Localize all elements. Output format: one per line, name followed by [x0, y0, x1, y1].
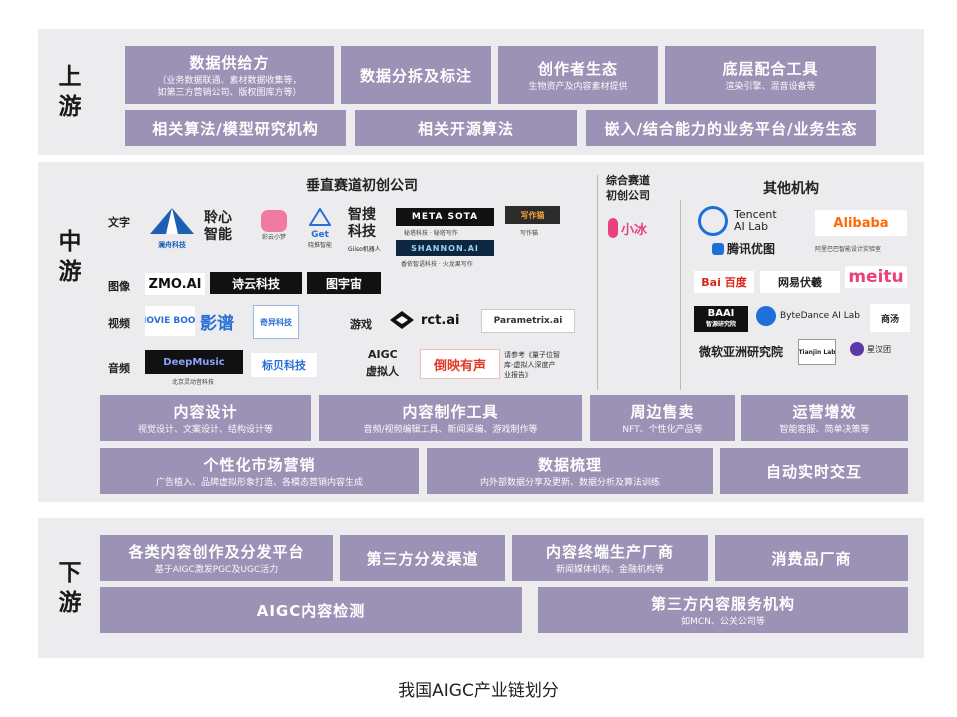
- figure-caption: 我国AIGC产业链划分: [398, 681, 559, 701]
- shiyun-logo: 诗云科技: [210, 272, 302, 294]
- consumer-goods-box: 消费品厂商: [715, 535, 908, 581]
- deepmusic-caption: 北京灵动音科技: [172, 379, 215, 386]
- xiaobing-logo: 小冰: [608, 214, 660, 242]
- xiezuomao-logo: 写作猫: [505, 206, 560, 224]
- algorithm-institutions-box: 相关算法/模型研究机构: [125, 110, 346, 146]
- yingpu-logo: 影谱: [200, 313, 234, 334]
- personalized-marketing-box: 个性化市场营销 广告植入、品牌虚拟形象打造、各模态营销内容生成: [100, 448, 419, 494]
- deepmusic-logo: DeepMusic: [145, 350, 243, 374]
- bytedance-ailab-logo: ByteDance AI Lab: [756, 306, 860, 326]
- shannon-caption: 香依智语科技 · 火龙果写作: [401, 261, 473, 268]
- parametrix-logo: Parametrix.ai: [481, 309, 575, 333]
- data-labeling-box: 数据分拆及标注: [341, 46, 491, 104]
- comprehensive-startups-heading-1: 综合赛道: [606, 174, 650, 187]
- shanghai-lab-icon: [850, 342, 864, 356]
- divider-line-2: [680, 200, 681, 390]
- tuyuzhou-logo: 图宇宙: [307, 272, 381, 294]
- vertical-startups-heading: 垂直赛道初创公司: [306, 178, 418, 194]
- category-virtual-human: 虚拟人: [366, 365, 399, 378]
- meitu-logo: meitu: [845, 266, 907, 288]
- open-source-algorithms-box: 相关开源算法: [355, 110, 577, 146]
- daoying-note: 请参考《量子位智 库-虚拟人深度产 业报告》: [504, 351, 560, 379]
- content-services-box: 第三方内容服务机构 如MCN、公关公司等: [538, 587, 908, 633]
- rctai-logo: rct.ai: [388, 307, 470, 333]
- bytedance-icon: [756, 306, 776, 326]
- category-video: 视频: [108, 317, 130, 330]
- qiyu-logo: 奇异科技: [253, 305, 299, 339]
- baidu-logo: Bai 百度: [694, 271, 754, 293]
- biaobei-logo: 标贝科技: [251, 353, 317, 377]
- rctai-diamond-icon: [390, 311, 414, 329]
- daoying-logo: 倒映有声: [420, 349, 500, 379]
- upstream-label: 上 游: [58, 64, 82, 120]
- caiyun-robot-icon: [261, 210, 287, 232]
- content-terminal-box: 内容终端生产厂商 新闻媒体机构、金融机构等: [512, 535, 708, 581]
- creator-ecosystem-box: 创作者生态 生物资产及内容素材提供: [498, 46, 658, 104]
- category-game: 游戏: [350, 318, 372, 331]
- xiezuomao-caption: 写作猫: [520, 230, 539, 237]
- base-tools-box: 底层配合工具 渲染引擎、混音设备等: [665, 46, 876, 104]
- content-platforms-box: 各类内容创作及分发平台 基于AIGC激发PGC及UGC活力: [100, 535, 333, 581]
- zhisou-logo: 智搜 科技 Giiso机器人: [348, 207, 381, 253]
- category-audio: 音频: [108, 362, 130, 375]
- moviebook-logo: MOVIE BOOK: [145, 306, 195, 336]
- data-supplier-box: 数据供给方 （业务数据联通、素材数据收集等， 如第三方营销公司、版权图库方等）: [125, 46, 334, 104]
- operations-box: 运营增效 智能客服、简单决策等: [741, 395, 908, 441]
- tianjin-lab-logo: Tianjin Lab: [798, 339, 836, 365]
- baai-logo: BAAI 智源研究院: [694, 306, 748, 332]
- langboat-mountain-icon: [150, 208, 194, 234]
- alibaba-caption: 阿里巴巴智能设计实验室: [815, 246, 882, 253]
- merch-sales-box: 周边售卖 NFT、个性化产品等: [590, 395, 735, 441]
- downstream-label: 下 游: [58, 560, 82, 616]
- category-text: 文字: [108, 216, 130, 229]
- business-platforms-box: 嵌入/结合能力的业务平台/业务生态: [586, 110, 876, 146]
- zmoai-logo: ZMO.AI: [145, 273, 205, 295]
- shangtang-logo: 商汤: [870, 304, 910, 332]
- shanghai-lab-logo: 星汉团: [850, 342, 891, 356]
- tencent-ailab-logo: Tencent AI Lab: [698, 206, 777, 236]
- tencent-youtu-logo: 腾讯优图: [712, 240, 775, 257]
- category-aigc: AIGC: [368, 348, 398, 361]
- alibaba-logo: Alibaba: [815, 210, 907, 236]
- other-institutions-heading: 其他机构: [763, 181, 819, 197]
- youtu-icon: [712, 242, 724, 255]
- msra-logo: 微软亚洲研究院: [698, 344, 783, 359]
- comprehensive-startups-heading-2: 初创公司: [606, 189, 650, 202]
- midstream-label: 中 游: [58, 229, 82, 285]
- tencent-cloud-icon: [698, 206, 728, 236]
- metasota-caption: 秘塔科技 · 秘塔写作: [404, 230, 458, 237]
- divider-line-1: [597, 175, 598, 390]
- content-tools-box: 内容制作工具 音频/视频编辑工具、新闻采编、游戏制作等: [319, 395, 582, 441]
- third-party-channels-box: 第三方分发渠道: [340, 535, 505, 581]
- caiyun-logo: 彩云小梦: [256, 210, 292, 241]
- lingxin-logo: 聆心 智能: [204, 210, 232, 243]
- get-logo: Get 晓推智能: [302, 207, 338, 249]
- metasota-logo: META SOTA: [396, 208, 494, 226]
- langboat-logo: 澜舟科技: [148, 206, 196, 249]
- realtime-interaction-box: 自动实时交互: [720, 448, 908, 494]
- category-image: 图像: [108, 280, 130, 293]
- shannon-logo: SHANNON.AI: [396, 240, 494, 256]
- netease-fuxi-logo: 网易伏羲: [760, 271, 840, 293]
- data-sorting-box: 数据梳理 内外部数据分享及更新、数据分析及算法训练: [427, 448, 713, 494]
- get-triangle-icon: [308, 207, 332, 226]
- content-design-box: 内容设计 视觉设计、文案设计、结构设计等: [100, 395, 311, 441]
- aigc-detection-box: AIGC内容检测: [100, 587, 522, 633]
- xiaobing-icon: [608, 218, 618, 238]
